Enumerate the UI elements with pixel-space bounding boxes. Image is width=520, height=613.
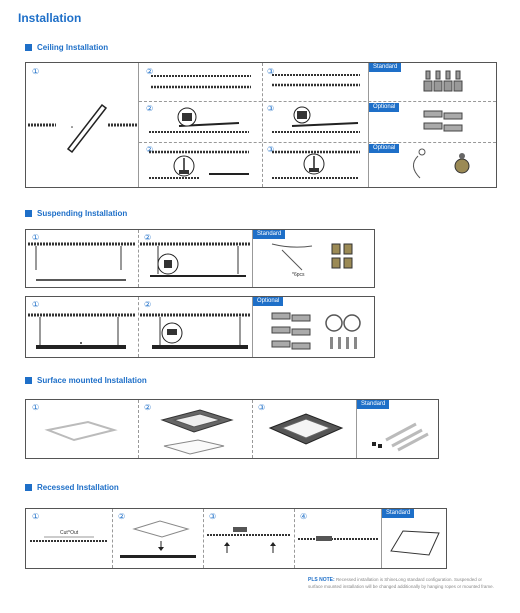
- note-label: PLS NOTE:: [308, 577, 335, 583]
- surface-installation-panel: ① ② ③ Standard: [25, 399, 439, 459]
- tag-optional: Optional: [253, 297, 284, 306]
- note-text: Recessed installation is ShineLong stand…: [308, 577, 494, 589]
- tag-standard: Standard: [253, 230, 286, 239]
- ceiling-row2-step2-illustration: [149, 107, 249, 133]
- step-number: ③: [209, 512, 217, 521]
- ceiling-clips-optional-illustration: [423, 110, 463, 132]
- step-number: ①: [32, 300, 40, 309]
- step-number: ②: [146, 145, 154, 154]
- tag-standard: Standard: [369, 63, 402, 72]
- step-number: ③: [267, 67, 275, 76]
- suspending-optional-kit-illustration: [271, 312, 361, 350]
- suspending-standard-panel: ① ② Standard *6pcs: [25, 229, 375, 288]
- ceiling-step1-cell: ①: [26, 63, 139, 187]
- section-header-ceiling: Ceiling Installation: [25, 43, 108, 52]
- recessed-step4-illustration: [298, 536, 378, 541]
- step-number: ②: [144, 233, 152, 242]
- recessed-step3-illustration: [207, 527, 291, 553]
- section-marker-icon: [25, 44, 32, 51]
- step-number: ③: [267, 145, 275, 154]
- step-number: ①: [32, 512, 40, 521]
- step-number: ②: [144, 300, 152, 309]
- suspending-optional-panel: ① ② Optional: [25, 296, 375, 358]
- cutout-annotation: Cut^Out: [60, 530, 79, 536]
- section-header-suspending: Suspending Installation: [25, 209, 127, 218]
- section-marker-icon: [25, 210, 32, 217]
- section-title-recessed: Recessed Installation: [37, 483, 119, 492]
- recessed-step2-illustration: [120, 520, 196, 558]
- section-title-ceiling: Ceiling Installation: [37, 43, 109, 52]
- section-marker-icon: [25, 484, 32, 491]
- ceiling-installation-panel: ① ② ③ Standard ② ③: [25, 62, 497, 188]
- ceiling-row3-step3-illustration: [272, 150, 360, 179]
- step-number: ①: [32, 233, 40, 242]
- section-header-surface: Surface mounted Installation: [25, 376, 147, 385]
- step-number: ③: [258, 403, 266, 412]
- step-number: ②: [146, 104, 154, 113]
- ceiling-row3-step2-illustration: [149, 150, 249, 179]
- suspending-optional-step1-illustration: [28, 313, 136, 349]
- recessed-cutout-illustration: [30, 536, 108, 542]
- tag-standard: Standard: [382, 509, 415, 518]
- ceiling-row1-step2-illustration: [151, 75, 251, 89]
- surface-step3-illustration: [268, 413, 344, 445]
- step-number: ②: [146, 67, 154, 76]
- page-title: Installation: [18, 11, 82, 25]
- installation-note: PLS NOTE: Recessed installation is Shine…: [308, 577, 498, 590]
- ceiling-clips-standard-illustration: [423, 70, 463, 92]
- suspending-step1-illustration: [28, 242, 136, 281]
- ceiling-row1-step3-illustration: [272, 74, 360, 87]
- suspending-wire-kit-illustration: [271, 243, 353, 271]
- step-number: ④: [300, 512, 308, 521]
- step-number: ②: [118, 512, 126, 521]
- tag-optional: Optional: [369, 144, 400, 153]
- step-number: ①: [32, 67, 40, 76]
- surface-frame-illustration: [44, 420, 118, 442]
- ceiling-wire-kit-illustration: [413, 148, 470, 179]
- step-number: ①: [32, 403, 40, 412]
- section-title-suspending: Suspending Installation: [37, 209, 128, 218]
- ceiling-row2-step3-illustration: [272, 106, 360, 133]
- pcs-annotation: *6pcs: [292, 272, 305, 278]
- section-header-recessed: Recessed Installation: [25, 483, 119, 492]
- ceiling-tilted-panel-illustration: [28, 103, 137, 154]
- suspending-optional-step2-illustration: [140, 313, 250, 349]
- surface-step2-illustration: [160, 409, 234, 455]
- suspending-step2-illustration: [140, 242, 250, 277]
- tag-standard: Standard: [357, 400, 390, 409]
- step-number: ②: [144, 403, 152, 412]
- section-marker-icon: [25, 377, 32, 384]
- recessed-panel-illustration: [390, 530, 440, 556]
- surface-frame-parts-illustration: [372, 422, 429, 452]
- section-title-surface: Surface mounted Installation: [37, 376, 147, 385]
- recessed-installation-panel: ① Cut^Out ② ③ ④ Standard: [25, 508, 447, 569]
- step-number: ③: [267, 104, 275, 113]
- tag-optional: Optional: [369, 103, 400, 112]
